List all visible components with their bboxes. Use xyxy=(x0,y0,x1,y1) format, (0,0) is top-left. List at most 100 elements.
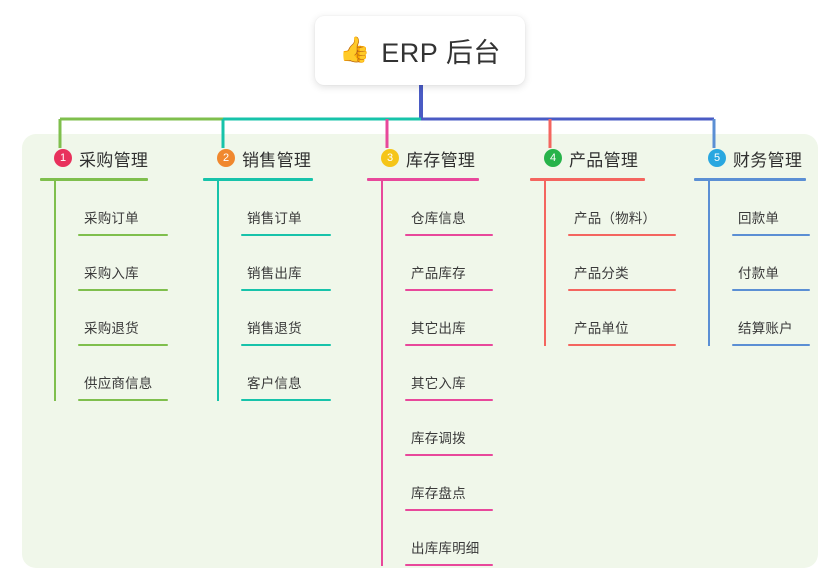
column-header-4[interactable]: 4 产品管理 xyxy=(530,145,645,171)
leaf-item-rule xyxy=(732,344,810,346)
leaf-item[interactable]: 销售订单 xyxy=(241,181,331,236)
leaf-item-label: 采购入库 xyxy=(84,266,139,281)
leaf-item-label: 产品库存 xyxy=(411,266,466,281)
leaf-item-rule xyxy=(405,564,493,566)
leaf-item-label: 回款单 xyxy=(738,211,780,226)
leaf-item-label: 产品单位 xyxy=(574,321,629,336)
leaf-item[interactable]: 仓库信息 xyxy=(405,181,493,236)
leaf-item-rule xyxy=(405,399,493,401)
column-header-rule-3 xyxy=(367,178,479,181)
leaf-item-label: 采购退货 xyxy=(84,321,139,336)
leaf-item-label: 产品分类 xyxy=(574,266,629,281)
leaf-item[interactable]: 供应商信息 xyxy=(78,346,168,401)
leaf-item-label: 采购订单 xyxy=(84,211,139,226)
column-title-5: 财务管理 xyxy=(733,150,803,170)
leaf-item-label: 其它出库 xyxy=(411,321,466,336)
leaf-item[interactable]: 销售出库 xyxy=(241,236,331,291)
column-header-1[interactable]: 1 采购管理 xyxy=(40,145,148,171)
column-2: 2 销售管理销售订单销售出库销售退货客户信息 xyxy=(203,145,331,401)
leaf-item-rule xyxy=(732,289,810,291)
leaf-item-rule xyxy=(241,289,331,291)
leaf-item-rule xyxy=(78,234,168,236)
leaf-item-label: 供应商信息 xyxy=(84,376,153,391)
leaf-item-rule xyxy=(732,234,810,236)
column-spine-2 xyxy=(217,181,219,401)
leaf-item-label: 付款单 xyxy=(738,266,780,281)
leaf-item[interactable]: 出库库明细 xyxy=(405,511,493,566)
column-spine-4 xyxy=(544,181,546,346)
leaf-item[interactable]: 结算账户 xyxy=(732,291,810,346)
column-badge-3: 3 xyxy=(381,149,399,167)
column-4: 4 产品管理产品（物料） 产品分类产品单位 xyxy=(530,145,676,346)
leaf-item-label: 结算账户 xyxy=(738,321,793,336)
leaf-item[interactable]: 库存盘点 xyxy=(405,456,493,511)
root-node-title: ERP 后台 xyxy=(381,38,501,68)
column-title-2: 销售管理 xyxy=(242,150,312,170)
column-header-rule-5 xyxy=(694,178,806,181)
column-badge-4: 4 xyxy=(544,149,562,167)
leaf-item-rule xyxy=(405,234,493,236)
leaf-item[interactable]: 回款单 xyxy=(732,181,810,236)
leaf-item-rule xyxy=(568,289,676,291)
leaf-item[interactable]: 采购入库 xyxy=(78,236,168,291)
leaf-item-label: 客户信息 xyxy=(247,376,302,391)
leaf-item-label: 出库库明细 xyxy=(411,541,480,556)
column-header-rule-4 xyxy=(530,178,645,181)
column-1: 1 采购管理采购订单采购入库采购退货供应商信息 xyxy=(40,145,168,401)
leaf-item[interactable]: 采购退货 xyxy=(78,291,168,346)
leaf-item[interactable]: 其它出库 xyxy=(405,291,493,346)
leaf-item[interactable]: 产品（物料） xyxy=(568,181,676,236)
leaf-item-label: 库存盘点 xyxy=(411,486,466,501)
leaf-item[interactable]: 采购订单 xyxy=(78,181,168,236)
column-items-4: 产品（物料） 产品分类产品单位 xyxy=(530,181,676,346)
leaf-item-rule xyxy=(241,234,331,236)
column-title-1: 采购管理 xyxy=(79,150,149,170)
column-header-rule-2 xyxy=(203,178,313,181)
thumbs-up-icon: 👍 xyxy=(339,36,371,64)
column-title-4: 产品管理 xyxy=(569,150,639,170)
leaf-item-rule xyxy=(568,234,676,236)
column-items-3: 仓库信息产品库存其它出库其它入库库存调拨库存盘点出库库明细 xyxy=(367,181,493,566)
leaf-item[interactable]: 产品库存 xyxy=(405,236,493,291)
column-badge-5: 5 xyxy=(708,149,726,167)
leaf-item-label: 其它入库 xyxy=(411,376,466,391)
leaf-item-rule xyxy=(568,344,676,346)
leaf-item-rule xyxy=(78,344,168,346)
leaf-item-label: 销售退货 xyxy=(247,321,302,336)
column-spine-1 xyxy=(54,181,56,401)
leaf-item[interactable]: 产品单位 xyxy=(568,291,676,346)
column-title-3: 库存管理 xyxy=(406,150,476,170)
leaf-item-rule xyxy=(78,289,168,291)
leaf-item-label: 库存调拨 xyxy=(411,431,466,446)
leaf-item[interactable]: 库存调拨 xyxy=(405,401,493,456)
leaf-item-label: 产品（物料） xyxy=(574,211,657,226)
column-items-2: 销售订单销售出库销售退货客户信息 xyxy=(203,181,331,401)
leaf-item[interactable]: 其它入库 xyxy=(405,346,493,401)
column-items-5: 回款单付款单结算账户 xyxy=(694,181,810,346)
leaf-item[interactable]: 付款单 xyxy=(732,236,810,291)
leaf-item-label: 销售出库 xyxy=(247,266,302,281)
leaf-item[interactable]: 客户信息 xyxy=(241,346,331,401)
column-spine-5 xyxy=(708,181,710,346)
column-header-rule-1 xyxy=(40,178,148,181)
column-header-2[interactable]: 2 销售管理 xyxy=(203,145,313,171)
leaf-item-rule xyxy=(405,344,493,346)
root-node-card[interactable]: 👍 ERP 后台 xyxy=(315,16,525,85)
column-items-1: 采购订单采购入库采购退货供应商信息 xyxy=(40,181,168,401)
leaf-item-rule xyxy=(405,509,493,511)
column-3: 3 库存管理仓库信息产品库存其它出库其它入库库存调拨库存盘点出库库明细 xyxy=(367,145,493,566)
column-badge-1: 1 xyxy=(54,149,72,167)
leaf-item-label: 仓库信息 xyxy=(411,211,466,226)
leaf-item-rule xyxy=(405,454,493,456)
leaf-item[interactable]: 销售退货 xyxy=(241,291,331,346)
root-node-content: 👍 ERP 后台 xyxy=(339,31,501,70)
column-spine-3 xyxy=(381,181,383,566)
column-badge-2: 2 xyxy=(217,149,235,167)
column-header-3[interactable]: 3 库存管理 xyxy=(367,145,479,171)
diagram-background-panel xyxy=(22,134,818,568)
leaf-item-rule xyxy=(241,399,331,401)
leaf-item-label: 销售订单 xyxy=(247,211,302,226)
column-header-5[interactable]: 5 财务管理 xyxy=(694,145,806,171)
leaf-item[interactable]: 产品分类 xyxy=(568,236,676,291)
leaf-item-rule xyxy=(405,289,493,291)
